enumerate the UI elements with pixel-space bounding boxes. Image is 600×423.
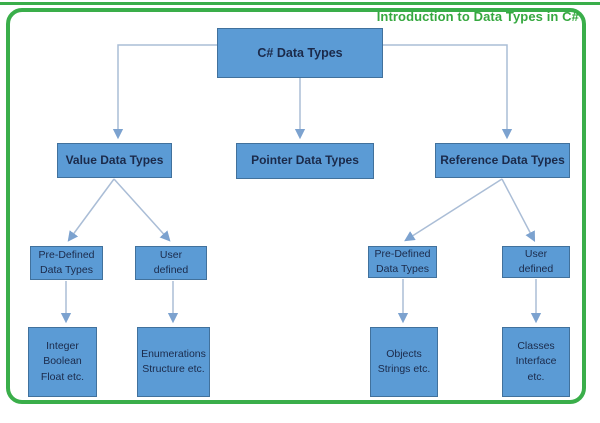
node-reference-userdefined: User defined <box>502 246 570 278</box>
node-reference-predefined: Pre-Defined Data Types <box>368 246 437 278</box>
node-reference-data-types: Reference Data Types <box>435 143 570 178</box>
node-value-predefined: Pre-Defined Data Types <box>30 246 103 280</box>
node-value-predefined-examples: Integer Boolean Float etc. <box>28 327 97 397</box>
page-title: Introduction to Data Types in C# <box>376 9 579 24</box>
node-value-userdefined-examples: Enumerations Structure etc. <box>137 327 210 397</box>
top-border-line <box>0 2 600 5</box>
node-value-userdefined: User defined <box>135 246 207 280</box>
node-pointer-data-types: Pointer Data Types <box>236 143 374 179</box>
node-csharp-data-types: C# Data Types <box>217 28 383 78</box>
green-frame <box>6 8 586 404</box>
node-value-data-types: Value Data Types <box>57 143 172 178</box>
node-reference-userdefined-examples: Classes Interface etc. <box>502 327 570 397</box>
node-reference-predefined-examples: Objects Strings etc. <box>370 327 438 397</box>
